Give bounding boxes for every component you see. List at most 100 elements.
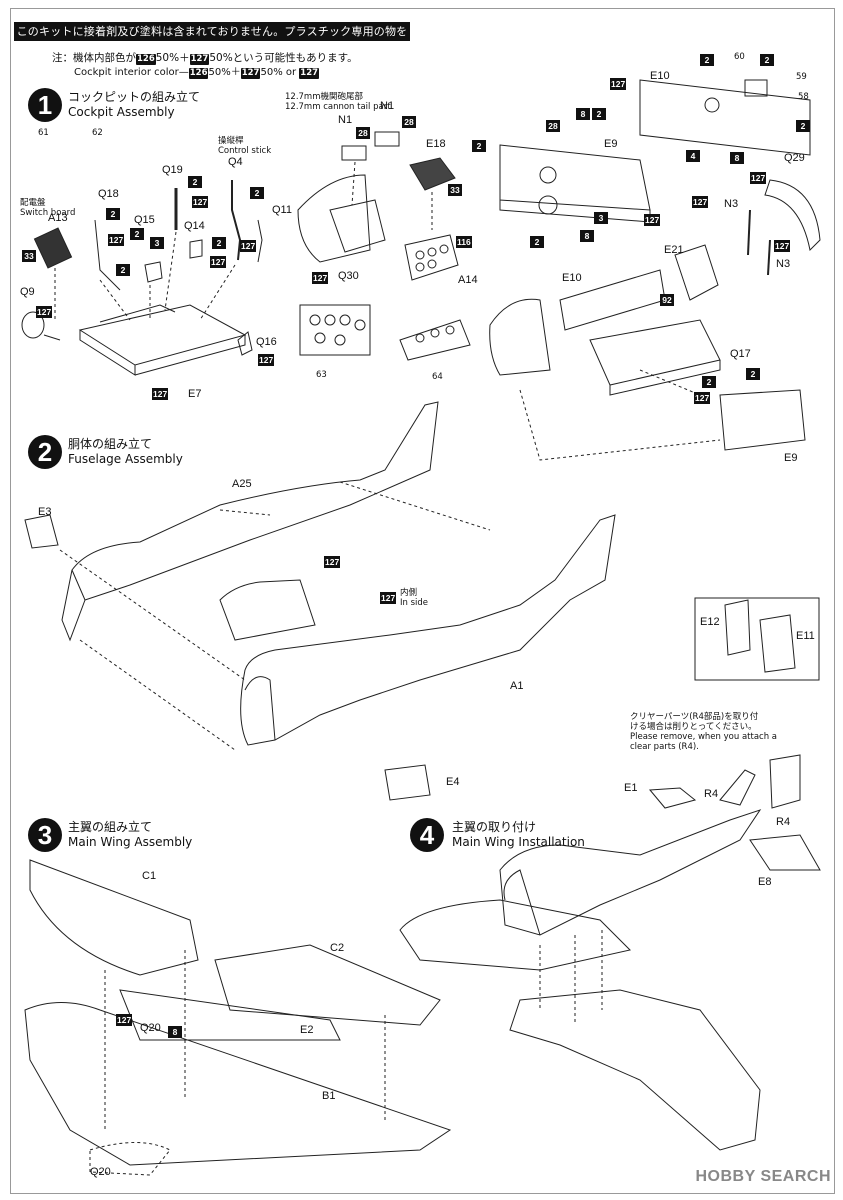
note-line1-prefix: 注：機体内部色が <box>52 52 136 64</box>
part-label: A25 <box>232 478 252 490</box>
clear-jp-1: クリヤーパーツ(R4部品)を取り付 <box>630 712 759 722</box>
cannon-jp: 12.7mm機関砲尾部 <box>285 92 363 102</box>
step-2-title-en: Fuselage Assembly <box>68 452 183 466</box>
control-stick-en: Control stick <box>218 146 272 156</box>
color-badge: 2 <box>796 120 810 132</box>
color-badge: 2 <box>116 264 130 276</box>
part-label: C2 <box>330 942 345 954</box>
part-label: B1 <box>322 1090 336 1102</box>
part-label: C1 <box>142 870 157 882</box>
part-label: Q14 <box>184 220 205 232</box>
kit-notice-banner: このキットに接着剤及び塗料は含まれておりません。プラスチック専用の物を別にお求め… <box>14 22 410 57</box>
step-4-title-jp: 主翼の取り付け <box>452 820 537 834</box>
watermark: HOBBY SEARCH <box>695 1168 831 1185</box>
color-badge: 2 <box>760 54 774 66</box>
color-badge: 127 <box>644 214 661 226</box>
part-label: E10 <box>650 70 670 82</box>
color-badge: 92 <box>660 294 674 306</box>
color-badge: 8 <box>580 230 594 242</box>
part-label: N3 <box>776 258 791 270</box>
color-badge: 28 <box>402 116 416 128</box>
part-label: Q20 <box>140 1022 161 1034</box>
part-label: Q20 <box>90 1166 111 1178</box>
part-label: E7 <box>188 388 202 400</box>
color-badge: 127 <box>36 306 53 318</box>
part-label: A1 <box>510 680 524 692</box>
part-label: Q30 <box>338 270 359 282</box>
cannon-tail-label: 12.7mm機関砲尾部 12.7mm cannon tail part <box>285 92 391 112</box>
color-code-126: 126 <box>136 54 156 65</box>
step-4-title-en: Main Wing Installation <box>452 835 585 849</box>
color-badge: 8 <box>730 152 744 164</box>
part-label: Q9 <box>20 286 35 298</box>
color-badge: 127 <box>210 256 227 268</box>
switch-board-en: Switch board <box>20 208 76 218</box>
color-badge: 2 <box>472 140 486 152</box>
clear-jp-2: ける場合は削りとってください。 <box>630 722 757 732</box>
color-code-127: 127 <box>189 54 210 65</box>
part-label: E10 <box>562 272 582 284</box>
part-label: R4 <box>776 816 791 828</box>
switch-board-jp: 配電盤 <box>20 198 46 208</box>
color-badge: 127 <box>108 234 125 246</box>
part-label: E1 <box>624 782 638 794</box>
color-badge: 2 <box>250 187 264 199</box>
decal-number: 58 <box>798 92 809 102</box>
part-label: N1 <box>380 100 395 112</box>
color-badge: 127 <box>312 272 329 284</box>
step-2-number: 2 <box>28 435 62 469</box>
step-3-title: 主翼の組み立て Main Wing Assembly <box>68 820 192 850</box>
part-label: E9 <box>604 138 618 150</box>
color-badge: 33 <box>448 184 462 196</box>
part-label: Q15 <box>134 214 155 226</box>
color-badge: 8 <box>576 108 590 120</box>
color-code-127: 127 <box>240 68 261 79</box>
part-label: Q18 <box>98 188 119 200</box>
decal-number: 64 <box>432 372 443 382</box>
part-label: R4 <box>704 788 719 800</box>
part-label: Q16 <box>256 336 277 348</box>
step-1-number: 1 <box>28 88 62 122</box>
part-label: N1 <box>338 114 353 126</box>
decal-number: 59 <box>796 72 807 82</box>
color-badge: 2 <box>592 108 606 120</box>
part-label: E11 <box>796 630 815 642</box>
interior-color-note-en: Cockpit interior color—12650%＋12750% or … <box>74 66 414 79</box>
part-label: E4 <box>446 776 460 788</box>
part-label: N3 <box>724 198 739 210</box>
inside-jp: 内側 <box>400 588 418 598</box>
color-badge: 3 <box>150 237 164 249</box>
inside-label: 内側 In side <box>400 588 428 608</box>
decal-number: 62 <box>92 128 103 138</box>
color-badge: 2 <box>106 208 120 220</box>
clear-en-1: Please remove, when you attach a <box>630 732 777 742</box>
color-badge: 2 <box>130 228 144 240</box>
color-badge: 127 <box>152 388 169 400</box>
control-stick-label: 操縦桿 Control stick <box>218 136 271 156</box>
note-line1-mid: 50%＋ <box>155 52 190 64</box>
page-frame <box>10 8 835 1194</box>
color-badge: 2 <box>700 54 714 66</box>
cannon-en: 12.7mm cannon tail part <box>285 102 391 112</box>
step-1-title-jp: コックピットの組み立て <box>68 90 201 104</box>
decal-number: 61 <box>38 128 49 138</box>
part-label: E21 <box>664 244 684 256</box>
color-badge: 127 <box>750 172 767 184</box>
part-label: Q4 <box>228 156 243 168</box>
step-2-title-jp: 胴体の組み立て <box>68 437 153 451</box>
color-badge: 2 <box>188 176 202 188</box>
part-label: Q11 <box>272 204 292 216</box>
color-badge: 2 <box>530 236 544 248</box>
step-1-title-en: Cockpit Assembly <box>68 105 175 119</box>
step-3-number: 3 <box>28 818 62 852</box>
note-line2-mid: 50%＋ <box>208 67 241 78</box>
color-badge: 127 <box>380 592 397 604</box>
control-stick-jp: 操縦桿 <box>218 136 244 146</box>
color-badge: 33 <box>22 250 36 262</box>
step-4-title: 主翼の取り付け Main Wing Installation <box>452 820 585 850</box>
clear-en-2: clear parts (R4). <box>630 742 699 752</box>
color-badge: 8 <box>168 1026 182 1038</box>
color-badge: 28 <box>356 127 370 139</box>
part-label: E3 <box>38 506 52 518</box>
inside-en: In side <box>400 598 429 608</box>
